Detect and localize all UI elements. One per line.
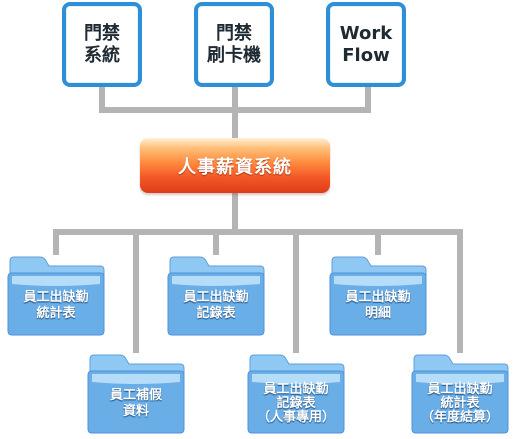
folder-icon [7, 256, 105, 336]
folder-icon [87, 354, 185, 434]
report-line: 員工出缺勤 [263, 382, 329, 397]
folder-icon [329, 256, 427, 336]
report-line: 員工出缺勤 [427, 382, 493, 397]
report-connector-lines [53, 190, 463, 353]
workflow-source-box: Work Flow [326, 2, 406, 87]
report-line: 記錄表 [276, 396, 316, 411]
report-folder-annual-attendance-statistics: 員工出缺勤 統計表 （年度結算） [410, 350, 510, 434]
folder-icon [411, 354, 509, 434]
report-line: 資料 [122, 404, 149, 419]
folder-icon [247, 354, 345, 434]
source-connector-lines [99, 84, 371, 141]
door-access-system-line-1: 門禁 [84, 22, 120, 44]
workflow-line-1: Work [339, 22, 393, 44]
report-folder-attendance-statistics: 員工出缺勤 統計表 [6, 252, 106, 336]
report-folder-leave-supplement: 員工補假 資料 [86, 350, 186, 434]
door-card-reader-line-1: 門禁 [216, 22, 252, 44]
report-line: 統計表 [36, 306, 76, 321]
door-access-system-source-box: 門禁 系統 [62, 2, 142, 87]
report-folder-attendance-details: 員工出缺勤 明細 [328, 252, 428, 336]
report-line: 明細 [364, 306, 391, 321]
report-label-attendance-statistics: 員工出缺勤 統計表 [10, 279, 102, 333]
report-line: 員工出缺勤 [183, 290, 249, 305]
door-access-system-line-2: 系統 [84, 44, 120, 66]
report-line: （年度結算） [420, 410, 499, 425]
report-line: 員工出缺勤 [345, 290, 411, 305]
report-label-attendance-details: 員工出缺勤 明細 [332, 279, 424, 333]
report-label-hr-attendance-records: 員工出缺勤 記錄表 （人事專用） [250, 377, 342, 431]
workflow-line-2: Flow [342, 44, 390, 66]
report-label-annual-attendance-statistics: 員工出缺勤 統計表 （年度結算） [414, 377, 506, 431]
report-folder-hr-attendance-records: 員工出缺勤 記錄表 （人事專用） [246, 350, 346, 434]
report-label-leave-supplement: 員工補假 資料 [90, 377, 182, 431]
door-card-reader-source-box: 門禁 刷卡機 [194, 2, 274, 87]
report-line: 統計表 [440, 396, 480, 411]
report-line: （人事專用） [256, 410, 335, 425]
hr-payroll-system-box: 人事薪資系統 [140, 138, 330, 193]
report-line: 員工出缺勤 [23, 290, 89, 305]
report-line: 記錄表 [196, 306, 236, 321]
report-line: 員工補假 [109, 388, 162, 403]
folder-icon [167, 256, 265, 336]
report-label-attendance-records: 員工出缺勤 記錄表 [170, 279, 262, 333]
door-card-reader-line-2: 刷卡機 [207, 44, 261, 66]
report-folder-attendance-records: 員工出缺勤 記錄表 [166, 252, 266, 336]
